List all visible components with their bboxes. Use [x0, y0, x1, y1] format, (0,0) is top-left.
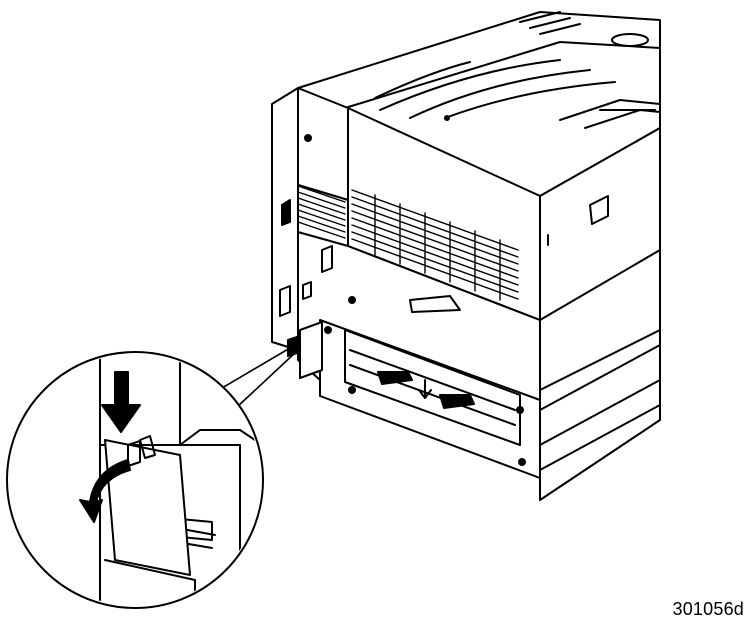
printer-top-cover [297, 11, 661, 197]
figure-id-label: 301056d [672, 599, 744, 619]
press-down-arrow [101, 371, 141, 433]
duplex-frame [287, 296, 541, 479]
detail-magnifier [6, 351, 264, 609]
printer-rear-panel [271, 87, 349, 381]
printer-back-cover [297, 107, 541, 321]
pull-open-arrow [79, 459, 131, 523]
vent-grille [297, 185, 519, 301]
printer-side-body [539, 127, 661, 501]
